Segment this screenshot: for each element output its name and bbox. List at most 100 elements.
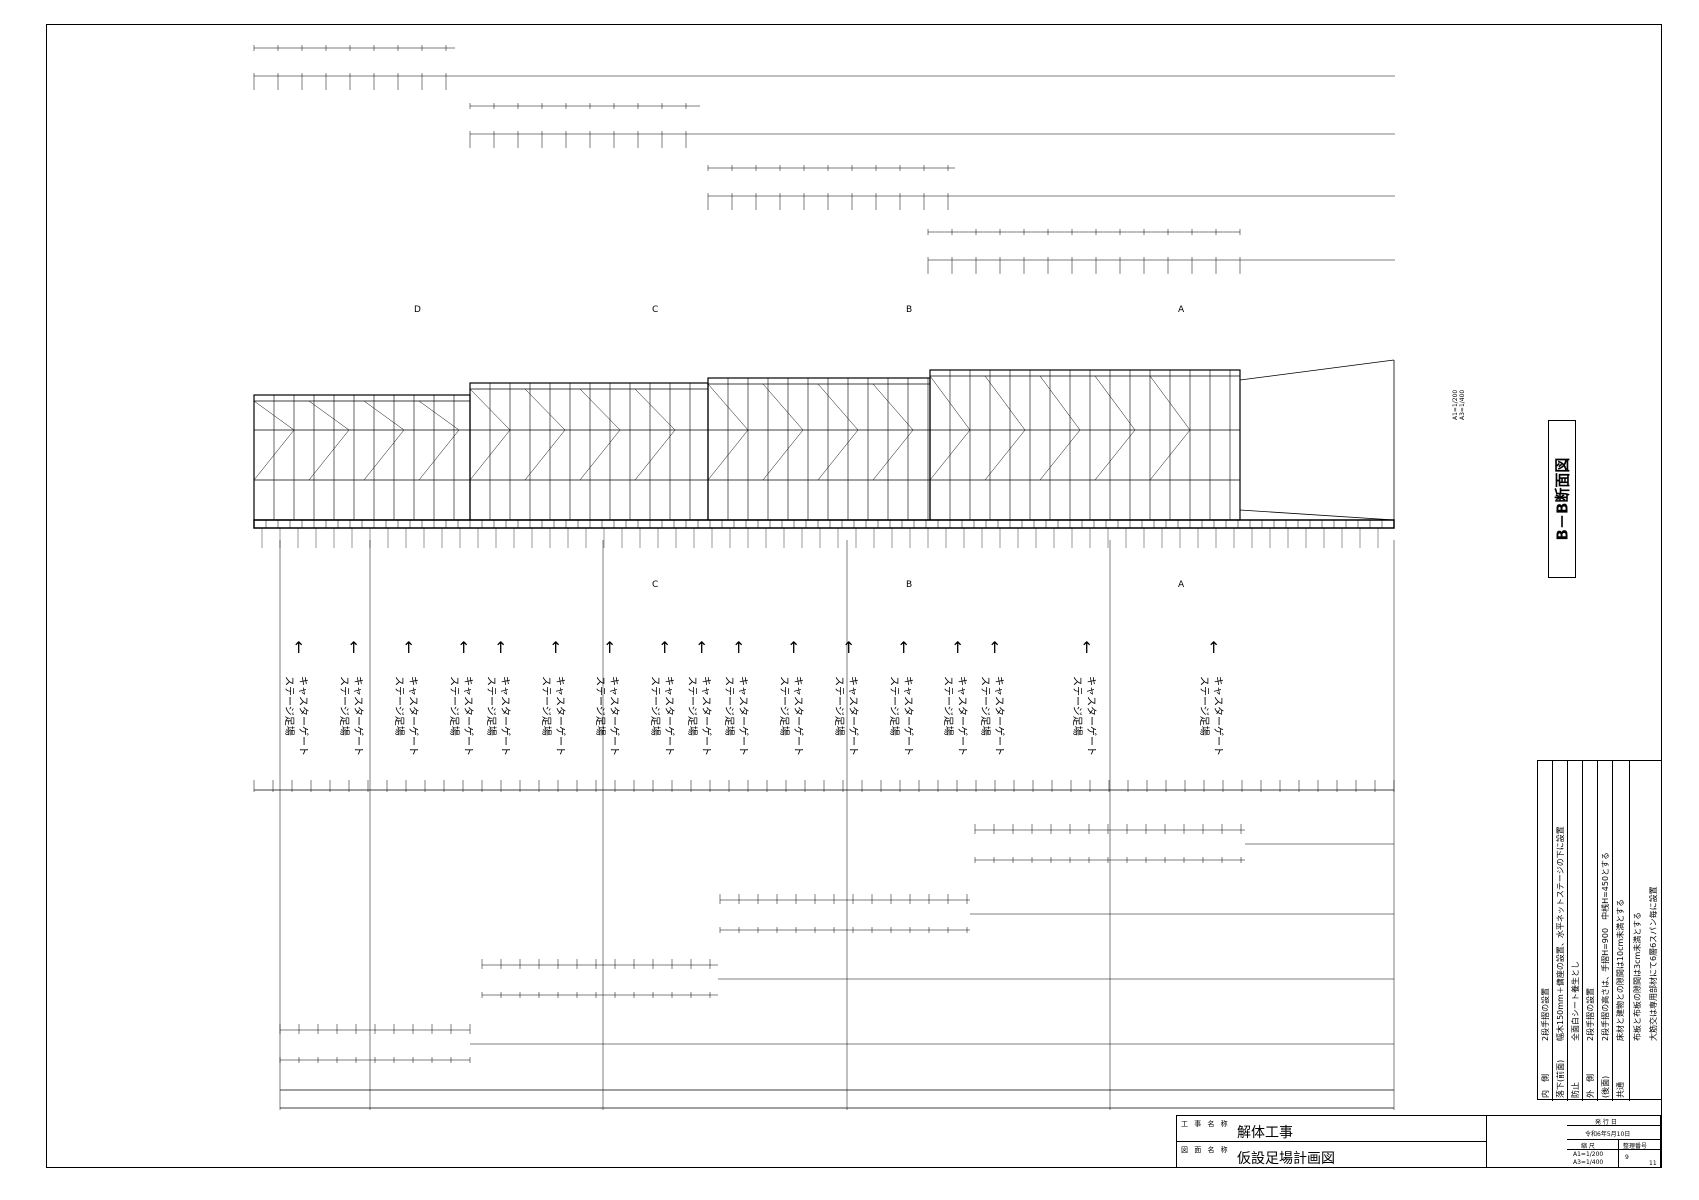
- section-marker-a-top: A: [1178, 305, 1184, 315]
- stage-label: ↑ ステージ足場キャスターゲート: [888, 638, 925, 780]
- scaffold-brace: [469, 429, 511, 481]
- stage-label: ↑ ステージ足場キャスターゲート: [485, 638, 522, 780]
- note-value: 大筋交は専用部材にて6層6スパン毎に設置: [1649, 886, 1658, 1041]
- note-key: 共通: [1616, 1082, 1625, 1098]
- note-row: (後面)2段手摺の高さは、手摺H=900 中桟H=450とする: [1598, 761, 1613, 1101]
- note-value: 床材と建物との隙間は10cm未満とする: [1616, 898, 1625, 1041]
- stage-name: ステージ足場: [888, 676, 899, 736]
- stage-label: ↑ステージ足場キャスターゲート: [649, 638, 686, 780]
- up-arrow-icon: ↑: [787, 638, 801, 657]
- note-row: 布板と布板の隙間は3cm未満とする: [1630, 761, 1646, 1101]
- sheet-total: 11: [1649, 1160, 1657, 1167]
- section-marker-d-top: D: [414, 305, 421, 315]
- up-arrow-icon: ↑: [1080, 638, 1094, 657]
- scale-note-a1: A1=1/200: [1452, 389, 1459, 420]
- stage-label: ↑ステージ足場キャスターゲート: [833, 640, 870, 780]
- scaffold-brace: [579, 429, 621, 481]
- building-outline: [1239, 359, 1395, 381]
- issue-label: 発 行 日: [1595, 1119, 1617, 1126]
- project-name: 解体工事: [1237, 1125, 1293, 1141]
- note-row: 落下(前面)幅木150mm＋傭座の設置、水平ネットステージの下に設置: [1553, 761, 1568, 1101]
- stage-name: ステージ足場: [833, 676, 844, 736]
- up-arrow-icon: ↑: [292, 638, 306, 657]
- stage-name: ステージ足場: [393, 676, 404, 736]
- stage-name: ステージ足場: [686, 676, 697, 736]
- stage-gate: キャスターゲート: [902, 676, 913, 756]
- note-value: 2段手摺の設置: [1586, 987, 1595, 1041]
- scaffold-brace: [872, 429, 914, 481]
- up-arrow-icon: ↑: [347, 638, 361, 657]
- view-title: B－B断面図: [1553, 457, 1572, 541]
- scaffold-brace: [1039, 375, 1081, 431]
- scaffold-brace: [469, 388, 511, 431]
- scale-a1: A1=1/200: [1573, 1151, 1604, 1158]
- scaffold-frame: [707, 377, 931, 521]
- up-arrow-icon: ↑: [732, 638, 746, 657]
- stage-label: ↑ステージ足場キャスターゲート: [338, 638, 375, 780]
- scaffold-brace: [707, 429, 749, 481]
- scaffold-brace: [524, 388, 566, 431]
- drawing-label: 図 面 名 称: [1181, 1146, 1230, 1154]
- issue-label-cell: 発 行 日: [1567, 1116, 1661, 1126]
- up-arrow-icon: ↑: [494, 638, 508, 657]
- scaffold-brace: [363, 429, 405, 481]
- section-marker-a-bottom: A: [1178, 580, 1184, 590]
- note-row: 共通 床材と建物との隙間は10cm未満とする: [1613, 761, 1630, 1101]
- stage-gate: キャスターゲート: [847, 676, 858, 756]
- drawing-cell: 図 面 名 称 仮設足場計画図: [1177, 1142, 1487, 1168]
- stage-label: ↑ステージ足場キャスターゲート: [393, 640, 430, 780]
- sheet-no: 9: [1625, 1154, 1629, 1161]
- stage-gate: キャスターゲート: [663, 676, 674, 756]
- stage-label: ↑ステージ足場キャスターゲート: [448, 640, 485, 780]
- building-outline: [1239, 509, 1395, 521]
- up-arrow-icon: ↑: [695, 638, 709, 657]
- scaffold-brace: [634, 388, 676, 431]
- scale-note-a3: A3=1/400: [1459, 389, 1466, 420]
- up-arrow-icon: ↑: [951, 638, 965, 657]
- stage-name: ステージ足場: [485, 676, 496, 736]
- drawing-name: 仮設足場計画図: [1237, 1151, 1335, 1167]
- issue-date-cell: 令和6年5月10日: [1567, 1126, 1661, 1140]
- section-marker-c-bottom: C: [652, 580, 658, 590]
- scaffold-brace: [984, 375, 1026, 431]
- scaffold-brace: [418, 429, 460, 481]
- scaffold-brace: [363, 400, 405, 431]
- scaffold-brace: [1094, 429, 1136, 481]
- scaffold-brace: [1149, 375, 1191, 431]
- note-key: (後面): [1601, 1075, 1610, 1098]
- scaffold-brace: [817, 383, 859, 431]
- stage-name: ステージ足場: [338, 676, 349, 736]
- scaffold-brace: [253, 400, 295, 431]
- stage-gate: キャスターゲート: [1085, 676, 1096, 756]
- up-arrow-icon: ↑: [549, 638, 563, 657]
- stage-label: ↑ステージ足場キャスターゲート: [942, 638, 979, 780]
- stage-name: ステージ足場: [283, 676, 294, 736]
- scale-label: 縮 尺: [1581, 1143, 1595, 1150]
- sheet-label-cell: 整理番号: [1619, 1140, 1661, 1150]
- up-arrow-icon: ↑: [603, 638, 617, 657]
- scaffold-brace: [308, 400, 350, 431]
- scaffold-brace: [872, 383, 914, 431]
- stage-gate: キャスターゲート: [554, 676, 565, 756]
- up-arrow-icon: ↑: [897, 638, 911, 657]
- stage-label: ↑ステージ足場キャスターゲート: [778, 638, 815, 780]
- stage-gate: キャスターゲート: [499, 676, 510, 756]
- stage-label: ↑ステージ足場キャスターゲート: [686, 638, 723, 780]
- up-arrow-icon: ↑: [658, 638, 672, 657]
- stage-gate: キャスターゲート: [407, 676, 418, 756]
- section-letter: C: [652, 305, 659, 315]
- scaffold-brace: [1094, 375, 1136, 431]
- note-value: 全面白シート養生とし: [1571, 961, 1580, 1041]
- scaffold-brace: [817, 429, 859, 481]
- scaffold-brace: [634, 429, 676, 481]
- sheet-label: 整理番号: [1623, 1143, 1648, 1150]
- stage-name: ステージ足場: [1198, 676, 1209, 736]
- scaffold-brace: [579, 388, 621, 431]
- section-letter: D: [414, 305, 421, 315]
- scaffold-brace: [308, 429, 350, 481]
- scaffold-brace: [524, 429, 566, 481]
- stage-label: ↑ステージ足場キャスターゲート: [979, 640, 1016, 780]
